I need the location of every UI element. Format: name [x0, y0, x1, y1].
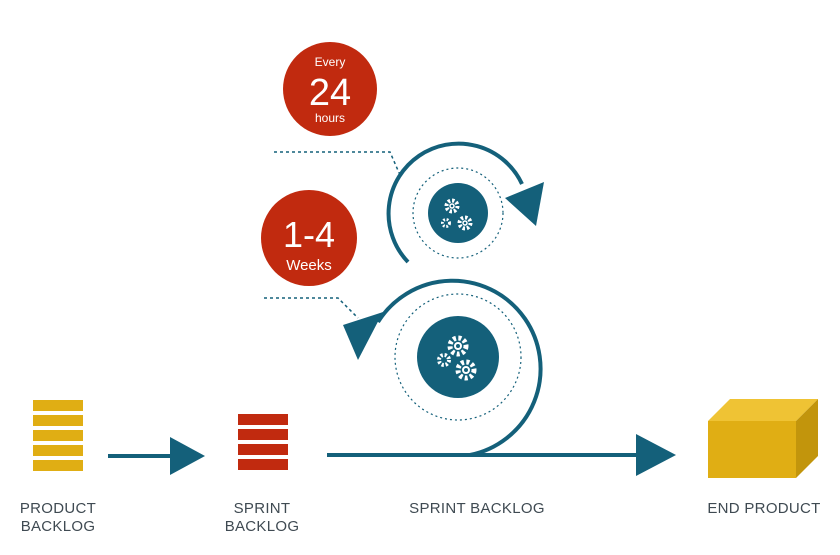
end-product-box-icon — [708, 399, 818, 478]
backlog-arrow — [108, 437, 205, 475]
badge-every-text: Every — [315, 55, 346, 69]
sprint-backlog-stack — [238, 414, 288, 470]
sprint-cycle-loop — [327, 278, 642, 457]
product-backlog-label-line2: BACKLOG — [21, 518, 96, 535]
sprint-gears-icon — [417, 316, 499, 398]
daily-gears-icon — [428, 183, 488, 243]
badge-1-4-text: 1-4 — [283, 214, 335, 255]
badge-24-text: 24 — [309, 72, 351, 114]
sprint-backlog-stack-label-line2: BACKLOG — [225, 518, 300, 535]
product-backlog-label-line1: PRODUCT — [20, 500, 96, 517]
product-backlog-stack — [33, 400, 83, 471]
daily-leader-line — [274, 151, 401, 176]
sprint-cadence-badge: 1-4 Weeks — [261, 190, 357, 286]
end-product-label: END PRODUCT — [707, 500, 820, 517]
badge-hours-text: hours — [315, 111, 345, 125]
daily-cadence-badge: Every 24 hours — [283, 42, 377, 136]
daily-loop-arrowhead — [505, 182, 544, 226]
sprint-dotted-ring — [394, 293, 522, 421]
sprint-backlog-line-label: SPRINT BACKLOG — [409, 500, 545, 517]
sprint-leader-line — [264, 297, 359, 319]
sprint-loop-arrowhead — [343, 312, 383, 360]
end-arrowhead — [636, 434, 676, 476]
badge-weeks-text: Weeks — [286, 257, 332, 274]
daily-cycle-loop — [386, 141, 524, 264]
sprint-backlog-stack-label-line1: SPRINT — [234, 500, 291, 517]
daily-dotted-ring — [412, 167, 504, 259]
